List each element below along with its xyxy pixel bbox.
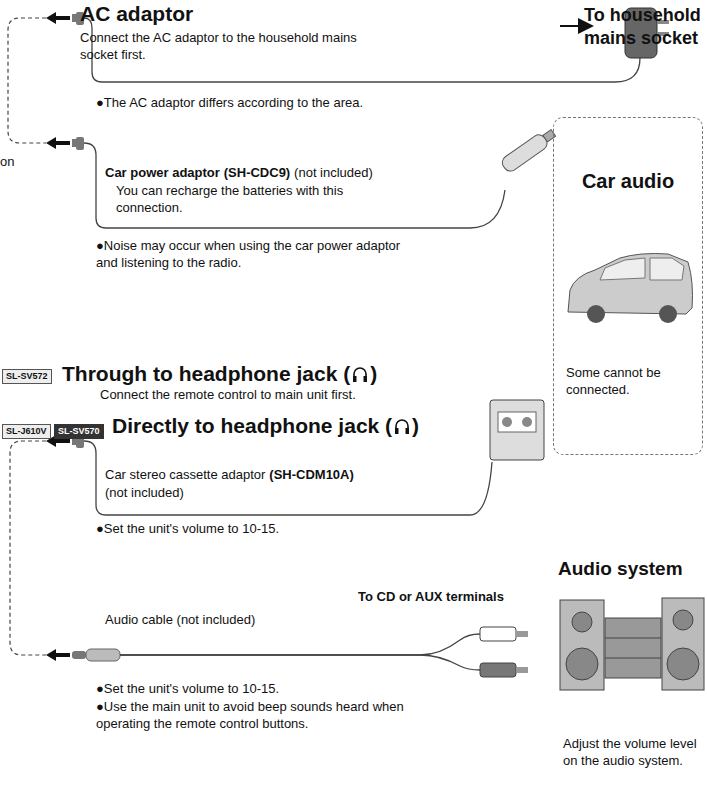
note: ●The AC adaptor differs according to the… — [96, 95, 363, 110]
instruction: You can recharge the batteries with this… — [116, 183, 343, 215]
note: ●Set the unit's volume to 10-15. — [96, 681, 279, 696]
cut-text: on — [0, 154, 14, 169]
instruction: Connect the remote control to main unit … — [100, 387, 356, 402]
part-name: Audio cable (not included) — [105, 612, 255, 627]
text-group: ●Use the main unit to avoid beep sounds … — [96, 699, 446, 733]
text-group: on — [0, 154, 30, 171]
note: (not included) — [105, 485, 184, 500]
heading: Directly to headphone jack ( — [112, 414, 392, 437]
headphone-symbol — [352, 366, 368, 383]
text-group: Through to headphone jack () — [62, 360, 542, 387]
heading: ) — [370, 362, 377, 385]
part-name: (SH-CDC9) — [224, 165, 290, 180]
part-name: (SH-CDM10A) — [269, 467, 354, 482]
heading: ) — [412, 414, 419, 437]
part-name: (not included) — [294, 165, 373, 180]
text-group: To household mains socket — [584, 4, 705, 51]
terminal-label: To CD or AUX terminals — [358, 589, 504, 604]
text-group: Directly to headphone jack () — [112, 412, 542, 439]
car-illustration — [568, 254, 693, 324]
note: ●Use the main unit to avoid beep sounds … — [96, 699, 404, 731]
model-name: SL-SV570 — [58, 426, 100, 436]
text-group: ●Noise may occur when using the car powe… — [96, 238, 406, 272]
text-group: To CD or AUX terminals — [358, 589, 548, 606]
dashed-route — [10, 441, 46, 655]
heading: Audio system — [558, 558, 683, 579]
note: ●Set the unit's volume to 10-15. — [96, 521, 279, 536]
text-group: Connect the AC adaptor to the household … — [80, 30, 375, 64]
part-name: Car power adaptor — [105, 165, 220, 180]
text-group: ●Set the unit's volume to 10-15. — [96, 521, 476, 538]
audio-system-illustration — [560, 598, 704, 690]
model-name: SL-SV572 — [6, 371, 48, 381]
dashed-region-box: Car audioSome cannot be connected. — [553, 117, 703, 455]
car-power-adaptor-illustration — [500, 126, 558, 174]
text-group: Audio system — [558, 557, 706, 582]
text-group: (not included) — [105, 485, 305, 502]
headphone-symbol — [394, 418, 410, 435]
text-group: Adjust the volume level on the audio sys… — [563, 736, 705, 770]
text-group: Car stereo cassette adaptor (SH-CDM10A) — [105, 467, 435, 484]
model-badge: SL-SV570 — [54, 424, 104, 439]
text-group: ●The AC adaptor differs according to the… — [96, 95, 516, 112]
text-group: AC adaptor — [80, 0, 480, 27]
part-name: Car stereo cassette adaptor — [105, 467, 265, 482]
left-arrows — [46, 12, 70, 661]
model-badge: SL-J610V — [2, 424, 51, 439]
text-group: Connect the remote control to main unit … — [100, 387, 520, 404]
destination-label: To household mains socket — [584, 5, 701, 48]
model-name: SL-J610V — [6, 426, 47, 436]
region-heading: Car audio — [554, 170, 702, 193]
cassette-adaptor-illustration — [490, 400, 544, 460]
heading: AC adaptor — [80, 2, 193, 25]
note: Adjust the volume level on the audio sys… — [563, 736, 697, 768]
heading: Through to headphone jack ( — [62, 362, 350, 385]
rca-plugs — [480, 627, 528, 677]
text-group: Car power adaptor (SH-CDC9) (not included) — [105, 165, 545, 182]
instruction: Connect the AC adaptor to the household … — [80, 30, 357, 62]
note: ●Noise may occur when using the car powe… — [96, 238, 400, 270]
text-group: ●Set the unit's volume to 10-15. — [96, 681, 476, 698]
text-group: Audio cable (not included) — [105, 612, 405, 629]
model-badge: SL-SV572 — [2, 369, 52, 384]
dashed-route — [8, 18, 46, 143]
text-group: You can recharge the batteries with this… — [116, 183, 386, 217]
wires — [84, 18, 640, 670]
region-note: Some cannot be connected. — [566, 365, 688, 399]
